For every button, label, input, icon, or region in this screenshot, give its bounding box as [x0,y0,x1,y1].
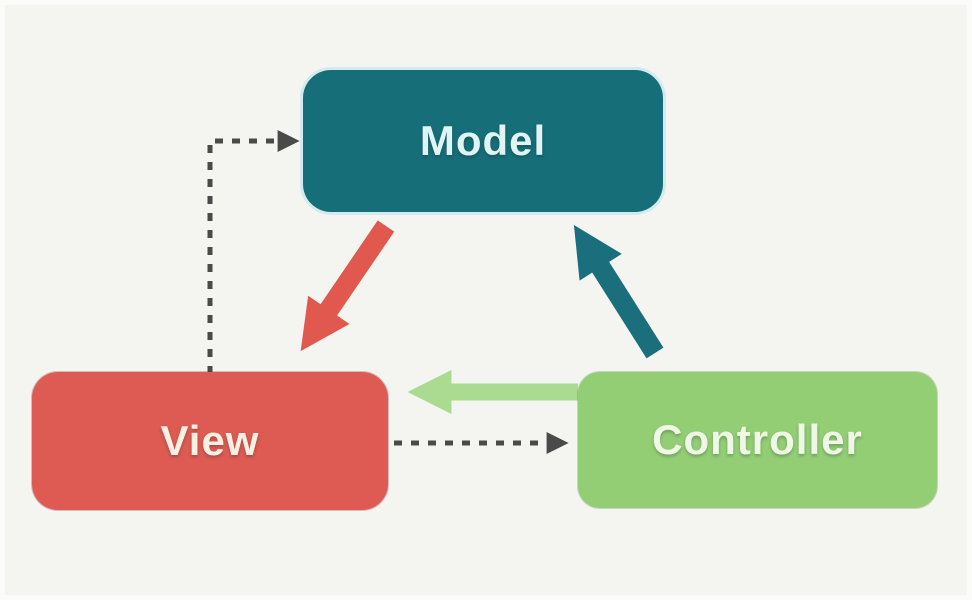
node-model-label: Model [419,117,547,164]
node-view-label: View [160,417,260,464]
arrow-model-to-view [300,220,395,352]
arrow-controller-to-model [573,224,664,359]
node-controller-label: Controller [652,416,863,463]
node-view: View [32,372,388,510]
node-model: Model [303,70,663,212]
node-controller: Controller [578,372,937,508]
dashed-arrow-view-to-model [207,130,300,374]
